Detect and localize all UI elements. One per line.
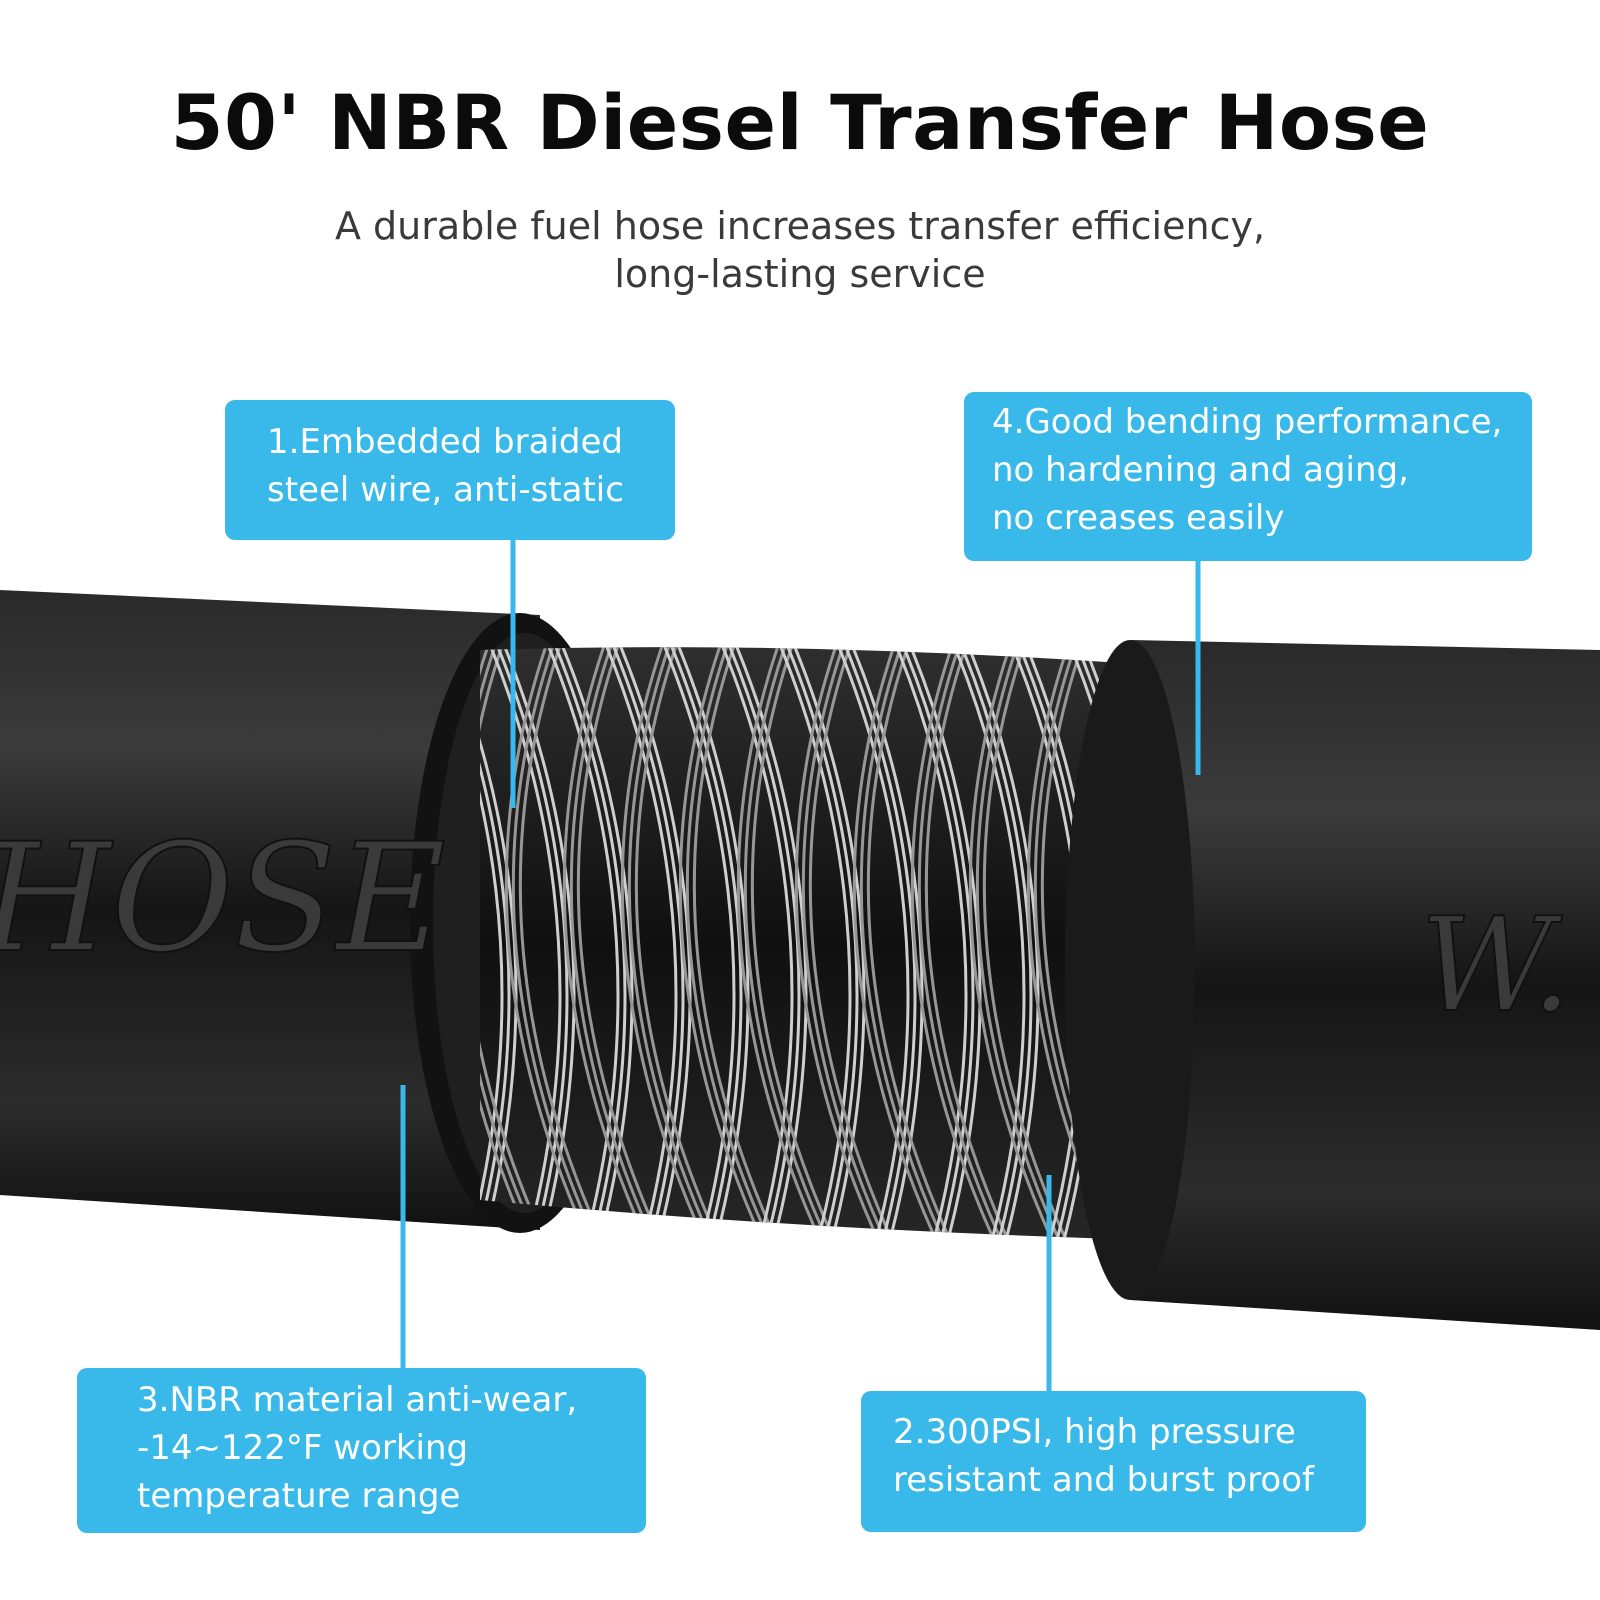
wire-strand: [801, 647, 887, 1240]
wire-strand: [480, 647, 539, 1240]
callout-2-line-2: resistant and burst proof: [893, 1460, 1314, 1500]
wire-strand: [692, 647, 778, 1240]
hose-right-section: [1130, 640, 1600, 1330]
wire-strand: [576, 647, 662, 1240]
wire-strand: [743, 647, 829, 1240]
wire-strand: [1026, 647, 1112, 1240]
wire-strand: [968, 647, 1054, 1240]
wire-strand: [892, 647, 968, 1240]
wire-strand: [562, 647, 648, 1240]
callout-pressure: 2.300PSI, high pressure resistant and bu…: [861, 1391, 1366, 1532]
wire-strand: [627, 647, 713, 1240]
callout-nbr-material: 3.NBR material anti-wear, -14~122°F work…: [77, 1368, 646, 1533]
subtitle-line-2: long-lasting service: [614, 252, 986, 296]
wire-strand: [678, 647, 764, 1240]
wire-strand: [736, 647, 822, 1240]
wire-strand: [808, 647, 894, 1240]
callout-4-line-3: no creases easily: [992, 498, 1285, 538]
callout-4-line-1: 4.Good bending performance,: [992, 402, 1503, 442]
callout-2-line-1: 2.300PSI, high pressure: [893, 1412, 1296, 1452]
wire-strand: [834, 647, 910, 1240]
callout-3-line-2: -14~122°F working: [137, 1428, 469, 1468]
callout-3-line-1: 3.NBR material anti-wear,: [137, 1380, 578, 1420]
wire-strand: [480, 647, 504, 1240]
callout-4-line-2: no hardening and aging,: [992, 450, 1409, 490]
wire-strand: [917, 647, 1003, 1240]
wire-strand: [910, 647, 996, 1240]
page-title: 50' NBR Diesel Transfer Hose: [170, 78, 1430, 167]
wire-strand: [866, 647, 952, 1240]
wire-strand: [518, 647, 604, 1240]
hose-right-end: [1065, 640, 1195, 1300]
callout-1-line-1: 1.Embedded braided: [267, 422, 623, 462]
wire-strand: [718, 647, 794, 1240]
callout-3-line-3: temperature range: [137, 1476, 461, 1516]
wire-strand: [660, 647, 736, 1240]
wire-strand: [544, 647, 620, 1240]
wire-strand: [975, 647, 1061, 1240]
callout-braided-wire: 1.Embedded braided steel wire, anti-stat…: [225, 400, 675, 540]
wire-strand: [750, 647, 836, 1240]
wire-strand: [950, 647, 1026, 1240]
wire-strand: [486, 647, 562, 1240]
wire-strand: [859, 647, 945, 1240]
wire-strand: [685, 647, 771, 1240]
subtitle-line-1: A durable fuel hose increases transfer e…: [334, 204, 1266, 248]
wire-strand: [602, 647, 678, 1240]
wire-strand: [504, 647, 590, 1240]
hose-left-section: [0, 590, 540, 1230]
wire-strand: [852, 647, 938, 1240]
subtitle: A durable fuel hose increases transfer e…: [300, 202, 1300, 298]
wire-strand: [620, 647, 706, 1240]
wire-strand: [982, 647, 1068, 1240]
wire-strand: [480, 647, 532, 1240]
wire-strand: [480, 647, 546, 1240]
wire-strand: [776, 647, 852, 1240]
wire-strand: [634, 647, 720, 1240]
callout-bending: 4.Good bending performance, no hardening…: [964, 392, 1532, 561]
callout-1-line-2: steel wire, anti-static: [267, 470, 624, 510]
wire-strand: [794, 647, 880, 1240]
wire-strand: [569, 647, 655, 1240]
hose-print-right: W.: [1420, 889, 1572, 1041]
wire-strand: [924, 647, 1010, 1240]
hose-print-left: HOSE: [0, 812, 446, 986]
wire-strand: [511, 647, 597, 1240]
